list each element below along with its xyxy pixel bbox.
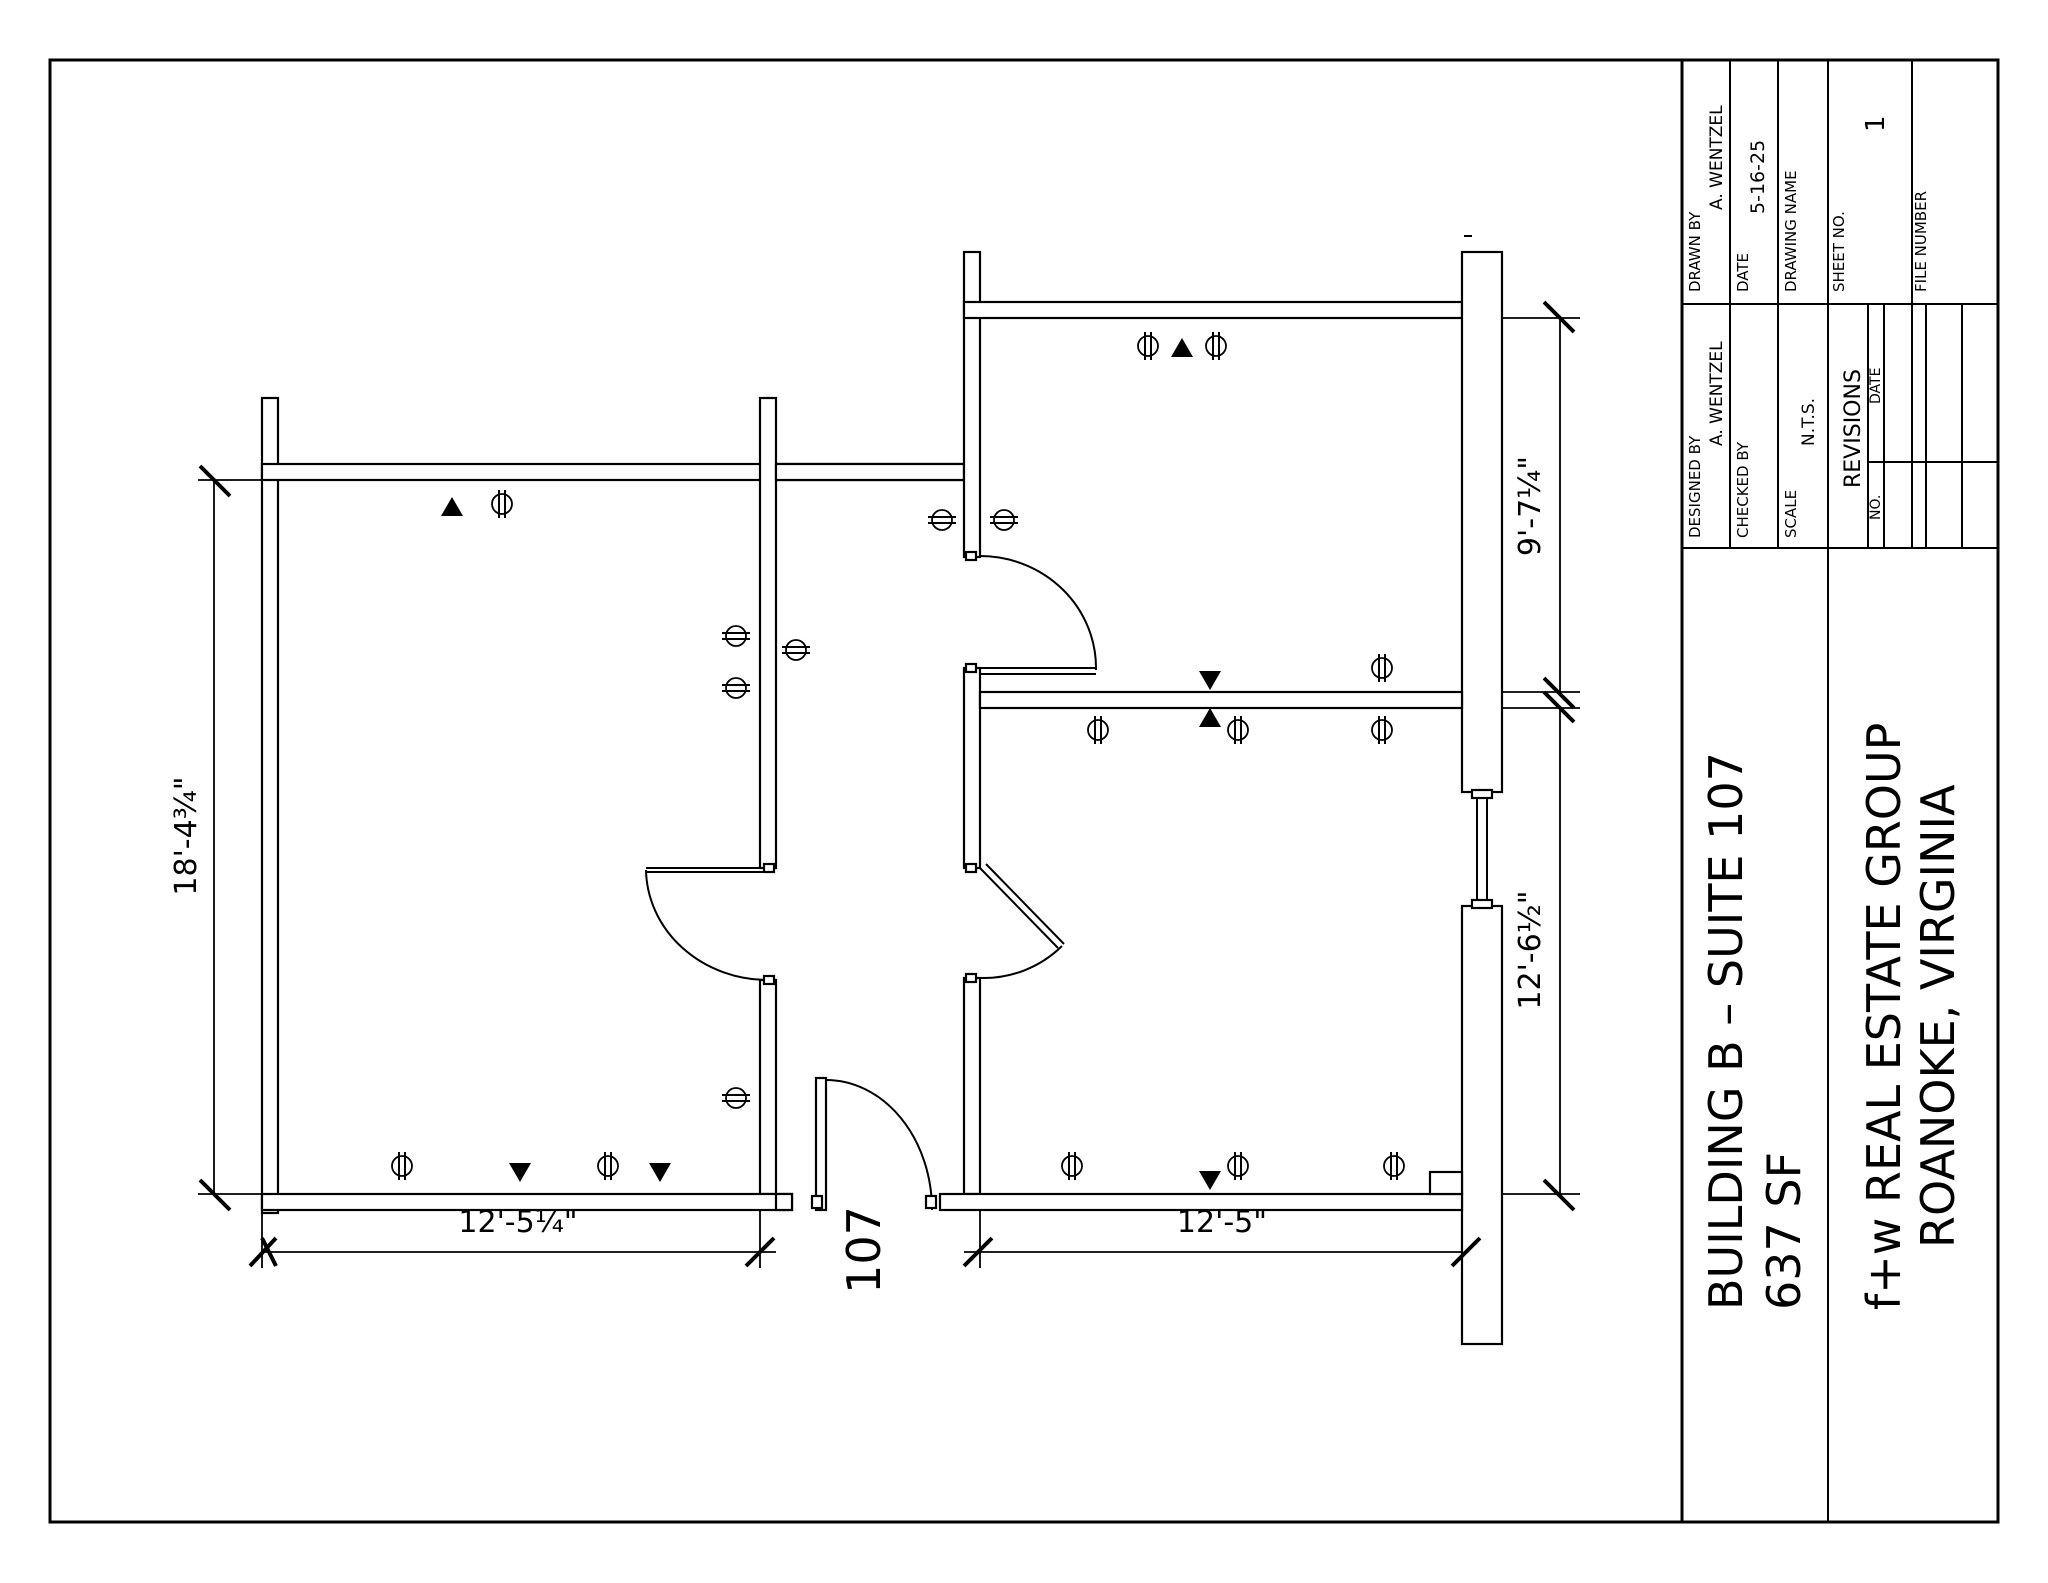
- company-location: ROANOKE, VIRGINIA: [1911, 784, 1965, 1248]
- device-symbols: [391, 332, 1405, 1190]
- wall-left-room: [260, 396, 966, 1215]
- phone-data-triangle: [649, 1163, 671, 1182]
- outlet-symbol: [491, 490, 513, 518]
- outlet-symbol: [722, 625, 750, 647]
- outlet-symbol: [1205, 332, 1227, 360]
- outlet-symbol: [597, 1152, 619, 1180]
- outlet-symbol: [1371, 654, 1393, 682]
- outlet-symbol: [1137, 332, 1159, 360]
- title-block: DESIGNED BY A. WENTZEL DRAWN BY A. WENTZ…: [1680, 58, 2000, 1524]
- company-name: f+w REAL ESTATE GROUP: [1857, 723, 1911, 1310]
- revisions-date-label: DATE: [1868, 368, 1884, 404]
- dim-overall-left: 18'-4¾": [169, 776, 204, 895]
- outlet-symbol: [1227, 1152, 1249, 1180]
- drawn-by-value: A. WENTZEL: [1707, 105, 1727, 210]
- outlet-symbol: [1061, 1152, 1083, 1180]
- phone-data-triangle: [441, 497, 463, 516]
- outlet-symbol: [722, 677, 750, 699]
- drawing-name-label: DRAWING NAME: [1782, 170, 1800, 292]
- outlet-symbol: [1087, 716, 1109, 744]
- project-title: BUILDING B – SUITE 107: [1699, 752, 1753, 1310]
- outlet-symbol: [722, 1087, 750, 1109]
- checked-by-label: CHECKED BY: [1734, 441, 1752, 538]
- sheet-no-value: 1: [1861, 115, 1891, 132]
- outlet-symbol: [391, 1152, 413, 1180]
- outlet-symbol: [782, 639, 810, 661]
- revisions-label: REVISIONS: [1841, 369, 1866, 488]
- dim-bottom-right: 12'-5": [1177, 1205, 1267, 1240]
- dimension-lines: 18'-4¾" 9'-7¼" 12'-6½" 12'-5¼" 12'-5": [169, 300, 1580, 1268]
- dim-lower-right: 12'-6½": [1513, 890, 1548, 1009]
- room-number: 107: [837, 1206, 891, 1294]
- phone-data-triangle: [1171, 338, 1193, 357]
- door-swings: [645, 550, 1098, 1211]
- phone-data-triangle: [509, 1163, 531, 1182]
- wall-right-rooms: [938, 235, 1504, 1346]
- scale-label: SCALE: [1782, 490, 1800, 538]
- scale-value: N.T.S.: [1799, 398, 1819, 446]
- date-value: 5-16-25: [1747, 140, 1769, 214]
- phone-data-triangle: [1199, 708, 1221, 727]
- phone-data-triangle: [1199, 1171, 1221, 1190]
- outlet-symbol: [928, 509, 956, 531]
- outlet-symbol: [1371, 716, 1393, 744]
- outlet-symbol: [990, 509, 1018, 531]
- outlet-symbol: [1227, 716, 1249, 744]
- designed-by-label: DESIGNED BY: [1686, 435, 1704, 538]
- dim-upper-right: 9'-7¼": [1513, 456, 1548, 556]
- wall-corridor-north: [774, 462, 966, 482]
- sheet-no-label: SHEET NO.: [1830, 211, 1848, 292]
- project-area: 637 SF: [1757, 1152, 1811, 1310]
- date-label: DATE: [1734, 253, 1752, 292]
- revisions-no-label: NO.: [1868, 495, 1884, 520]
- file-number-label: FILE NUMBER: [1912, 191, 1930, 292]
- dim-bottom-left: 12'-5¼": [458, 1205, 577, 1240]
- designed-by-value: A. WENTZEL: [1707, 341, 1727, 446]
- drawn-by-label: DRAWN BY: [1686, 211, 1704, 292]
- floor-plan: 107: [260, 235, 1504, 1346]
- outlet-symbol: [1383, 1152, 1405, 1180]
- phone-data-triangle: [1199, 671, 1221, 690]
